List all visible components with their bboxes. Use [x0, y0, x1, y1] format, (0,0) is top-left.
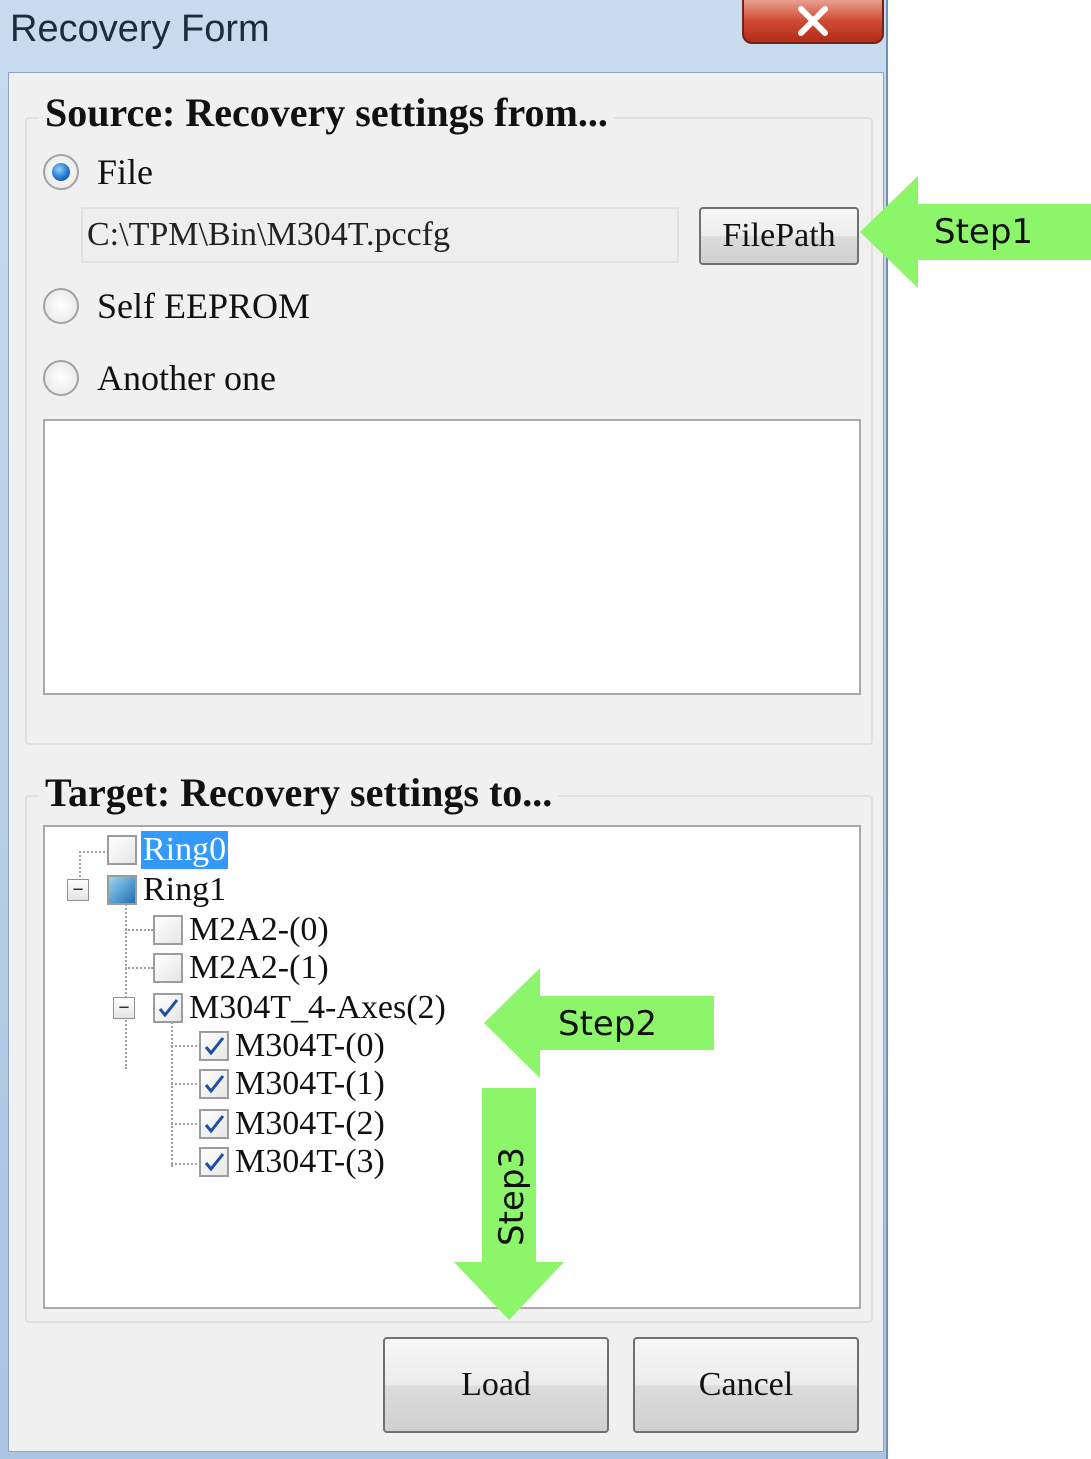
- ring0-checkbox[interactable]: [107, 835, 137, 865]
- check-icon: [204, 1115, 225, 1134]
- ring1-collapse-icon[interactable]: −: [67, 879, 89, 901]
- title-bar: Recovery Form: [0, 0, 888, 68]
- step3-arrow-icon: [454, 1088, 564, 1320]
- cancel-button[interactable]: Cancel: [633, 1337, 859, 1433]
- radio-file-indicator[interactable]: [43, 154, 79, 190]
- m304t-3-checkbox[interactable]: [199, 1147, 229, 1177]
- tree-item-label: M2A2-(0): [189, 911, 329, 948]
- tree-item-label: M2A2-(1): [189, 949, 329, 986]
- source-group-title: Source: Recovery settings from...: [39, 89, 614, 136]
- step1-arrow-shape: [860, 176, 1091, 288]
- step1-arrow-icon: [860, 176, 1091, 288]
- tree-item-m304t-3[interactable]: M304T-(3): [199, 1143, 387, 1181]
- m304t-1-checkbox[interactable]: [199, 1069, 229, 1099]
- m2a2-0-checkbox[interactable]: [153, 915, 183, 945]
- radio-self-eeprom[interactable]: Self EEPROM: [43, 285, 310, 327]
- step3-arrow-shape: [454, 1088, 564, 1320]
- tree-item-m2a2-1[interactable]: M2A2-(1): [153, 949, 331, 987]
- m304t-2-checkbox[interactable]: [199, 1109, 229, 1139]
- step2-arrow-shape: [484, 968, 714, 1078]
- radio-another-one-indicator[interactable]: [43, 360, 79, 396]
- radio-self-eeprom-label: Self EEPROM: [97, 286, 311, 326]
- close-button[interactable]: [742, 0, 884, 44]
- form-client-area: Source: Recovery settings from... File F…: [8, 72, 884, 1452]
- tree-item-ring1[interactable]: Ring1: [107, 871, 228, 909]
- radio-file[interactable]: File: [43, 151, 153, 193]
- tree-item-m304t-1[interactable]: M304T-(1): [199, 1065, 387, 1103]
- tree-item-m2a2-0[interactable]: M2A2-(0): [153, 911, 331, 949]
- radio-self-eeprom-indicator[interactable]: [43, 288, 79, 324]
- m304t-0-checkbox[interactable]: [199, 1031, 229, 1061]
- tree-item-label: M304T_4-Axes(2): [189, 989, 446, 1026]
- check-icon: [204, 1037, 225, 1056]
- check-icon: [204, 1153, 225, 1172]
- tree-item-m304t-0[interactable]: M304T-(0): [199, 1027, 387, 1065]
- window-title: Recovery Form: [10, 8, 270, 50]
- step1-label: Step1: [934, 212, 1034, 252]
- source-device-list[interactable]: [43, 419, 861, 695]
- step3-label: Step3: [492, 1147, 532, 1246]
- tree-item-label: Ring1: [143, 871, 227, 908]
- tree-item-label: M304T-(2): [235, 1105, 385, 1142]
- tree-item-label: M304T-(3): [235, 1143, 385, 1180]
- radio-file-label: File: [97, 152, 154, 192]
- radio-another-one-label: Another one: [97, 358, 276, 398]
- ring1-checkbox[interactable]: [107, 875, 137, 905]
- m304t-axes-collapse-icon[interactable]: −: [113, 997, 135, 1019]
- file-path-input[interactable]: [81, 207, 679, 263]
- load-button[interactable]: Load: [383, 1337, 609, 1433]
- tree-item-m304t-2[interactable]: M304T-(2): [199, 1105, 387, 1143]
- tree-item-ring0[interactable]: Ring0: [107, 831, 229, 869]
- tree-item-m304t-4-axes[interactable]: M304T_4-Axes(2): [153, 989, 448, 1027]
- close-icon: [798, 6, 828, 36]
- step2-arrow-icon: [484, 968, 714, 1078]
- tree-item-label: M304T-(0): [235, 1027, 385, 1064]
- m2a2-1-checkbox[interactable]: [153, 953, 183, 983]
- step2-label: Step2: [558, 1004, 658, 1044]
- target-group-title: Target: Recovery settings to...: [39, 769, 559, 816]
- radio-another-one[interactable]: Another one: [43, 357, 276, 399]
- tree-item-label: Ring0: [141, 831, 229, 869]
- step3-label-text: Step3: [492, 1146, 532, 1246]
- check-icon: [158, 999, 179, 1018]
- target-tree[interactable]: Ring0 − Ring1 M2A2-(0) M2A2-(1) −: [43, 825, 861, 1309]
- m304t-axes-checkbox[interactable]: [153, 993, 183, 1023]
- recovery-form-window: Recovery Form Source: Recovery settings …: [0, 0, 888, 1459]
- tree-item-label: M304T-(1): [235, 1065, 385, 1102]
- filepath-button[interactable]: FilePath: [699, 207, 859, 265]
- check-icon: [204, 1075, 225, 1094]
